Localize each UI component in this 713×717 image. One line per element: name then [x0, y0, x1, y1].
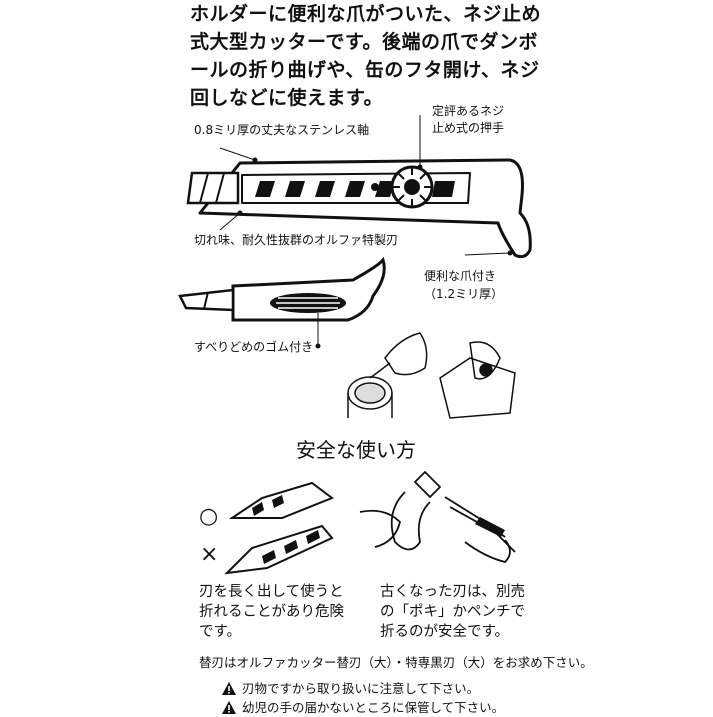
callout-blade: 切れ味、耐久性抜群のオルファ特製刃 [194, 233, 399, 247]
intro-line: 式大型カッターです。後端の爪でダンボ [190, 31, 538, 53]
safety-heading: 安全な使い方 [296, 438, 416, 462]
caption-right-line: の「ポキ」かペンチで [380, 604, 525, 620]
warning-text: 刃物ですから取り扱いに注意して下さい。 [242, 681, 480, 696]
intro-line: ールの折り曲げや、缶のフタ開け、ネジ [190, 59, 540, 81]
hands-usage-illustration [347, 332, 516, 419]
callout-steel-shaft: 0.8ミリ厚の丈夫なステンレス軸 [194, 123, 370, 137]
caption-left-line: 折れることがあり危険 [199, 604, 344, 620]
bad-mark: × [200, 542, 219, 567]
intro-line: ホルダーに便利な爪がついた、ネジ止め [190, 3, 542, 25]
warning-text: 幼児の手の届かないところに保管して下さい。 [242, 700, 505, 715]
cutter-grip-illustration [178, 256, 386, 349]
good-mark: ○ [199, 504, 219, 529]
blade-extension-illustration [224, 481, 335, 575]
callout-screw-lock-line2: 止め式の押手 [432, 121, 505, 135]
intro-text: ホルダーに便利な爪がついた、ネジ止め 式大型カッターです。後端の爪でダンボ ール… [190, 0, 542, 112]
pliers-illustration [359, 470, 516, 563]
cutter-main-illustration [186, 115, 532, 259]
caption-left-line: 刃を長く出して使うと [199, 584, 344, 600]
warning-line: 刃物ですから取り扱いに注意して下さい。 [222, 680, 479, 698]
caption-right-line: 折るのが安全です。 [380, 624, 510, 640]
callout-screw-lock-line1: 定評あるネジ [432, 104, 505, 118]
warning-icon [222, 682, 236, 695]
intro-line: 回しなどに使えます。 [190, 87, 384, 109]
warning-line: 幼児の手の届かないところに保管して下さい。 [222, 699, 504, 717]
callout-claw-line1: 便利な爪付き [424, 269, 497, 283]
callout-claw-line2: （1.2ミリ厚） [424, 287, 504, 301]
caption-right-line: 古くなった刃は、別売 [380, 584, 525, 600]
warning-icon [222, 701, 236, 714]
replacement-note: 替刃はオルファカッター替刃（大）・特専黒刃（大）をお求め下さい。 [199, 655, 593, 670]
caption-left: 刃を長く出して使うと 折れることがあり危険 です。 [199, 582, 344, 642]
callout-rubber-grip: すべりどめのゴム付き [194, 340, 314, 354]
caption-left-line: です。 [199, 624, 242, 640]
caption-right: 古くなった刃は、別売 の「ポキ」かペンチで 折るのが安全です。 [380, 582, 525, 642]
